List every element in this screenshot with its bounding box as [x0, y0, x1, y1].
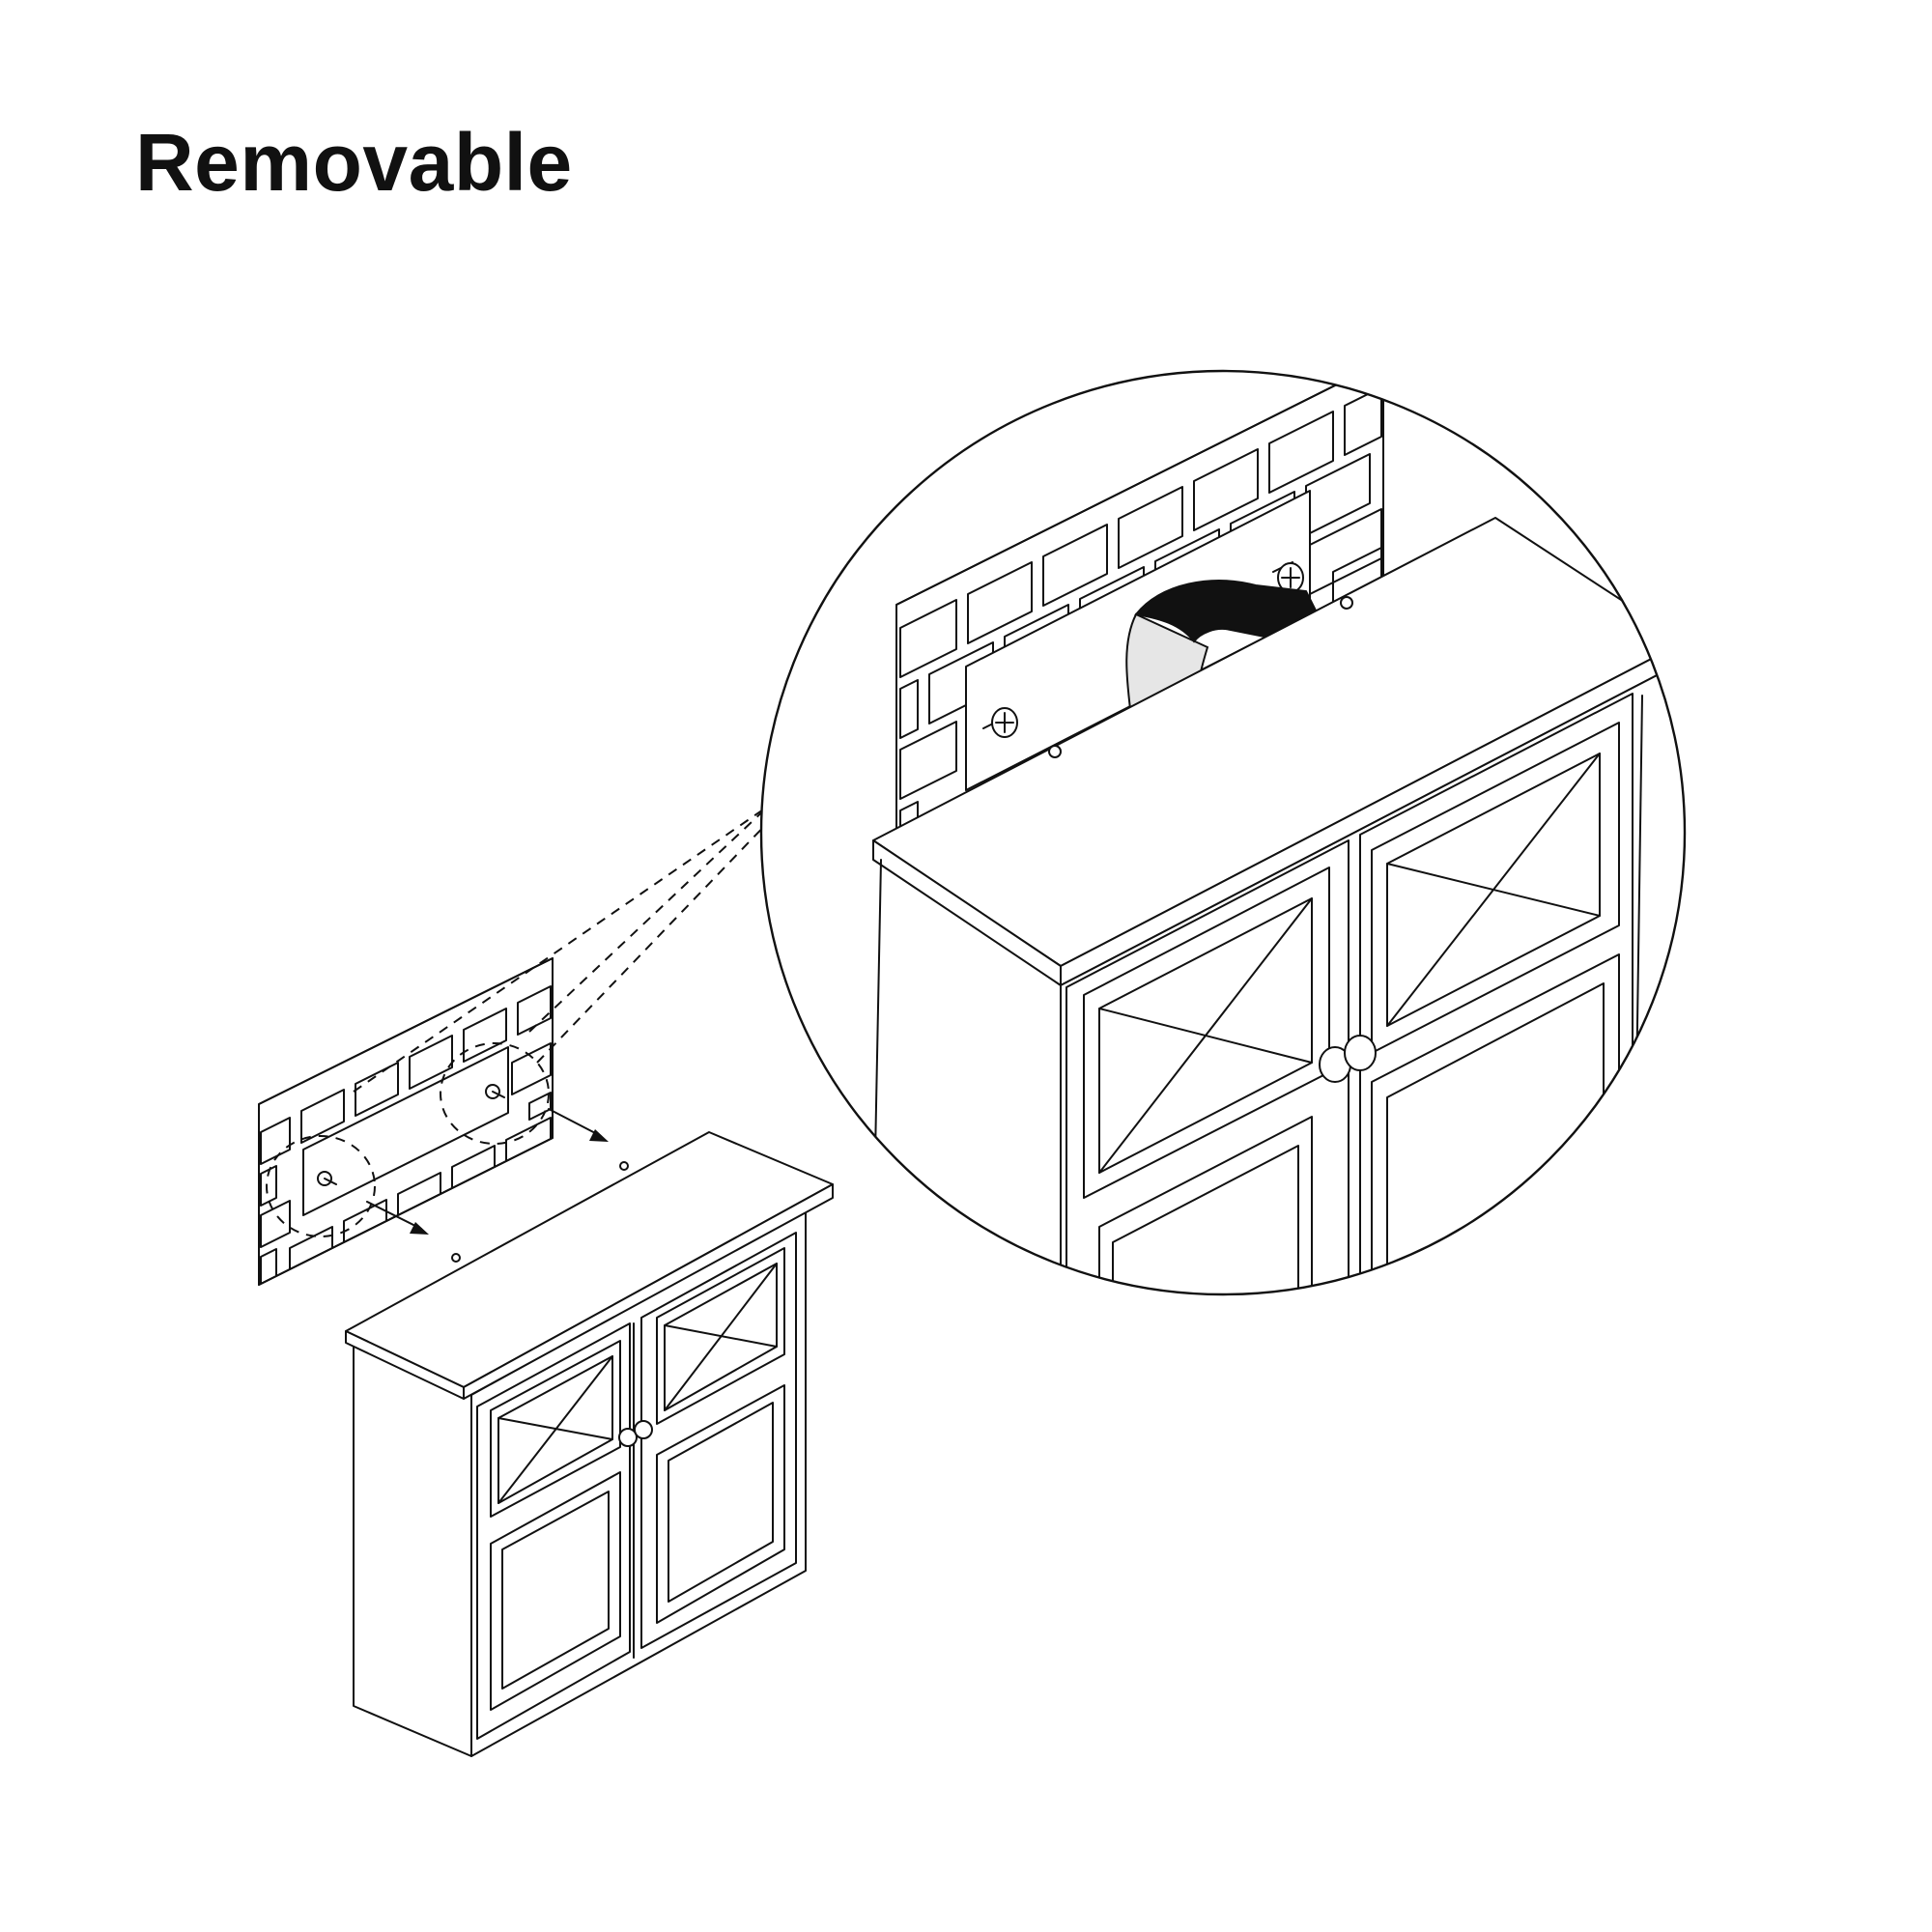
page-title: Removable [135, 117, 573, 208]
screw-icon [317, 1084, 505, 1186]
zoom-leader-lines [353, 805, 774, 1093]
small-cabinet [345, 1131, 834, 1757]
large-cabinet [870, 517, 1685, 1294]
small-detail-circles [266, 1042, 550, 1237]
screw-icon [982, 561, 1304, 738]
small-mounting-strip [302, 1046, 509, 1216]
zoom-detail-circle [759, 369, 1687, 1296]
install-arrow-icon [366, 1108, 609, 1235]
